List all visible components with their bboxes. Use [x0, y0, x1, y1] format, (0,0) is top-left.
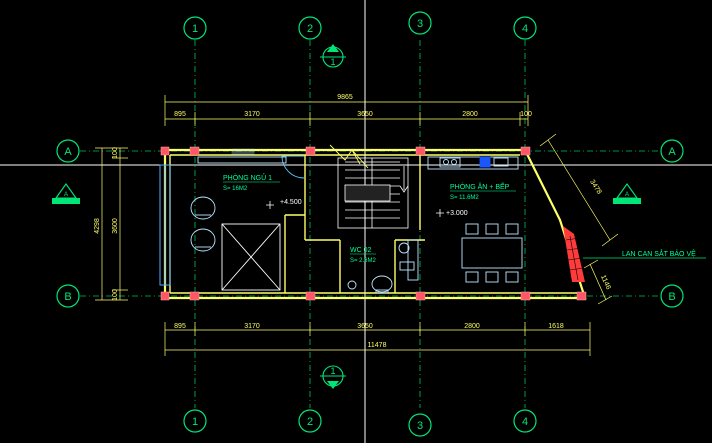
section-mark-top-number: 1: [330, 57, 335, 67]
dim-diag-upper: 3478: [588, 179, 602, 196]
grid-label-b-right: B: [668, 291, 675, 303]
wc-name: WC 02: [350, 247, 372, 254]
grid-label-a-left: A: [64, 146, 72, 158]
grid-label-3-top: 3: [417, 18, 423, 30]
dim-bottom-seg-4: 2800: [464, 323, 480, 330]
railing-note: LAN CAN SẮT BẢO VỆ: [622, 249, 696, 258]
door-bedroom: [281, 155, 305, 179]
top-dimensions: [164, 95, 529, 126]
bedroom-area: S= 16M2: [223, 186, 248, 192]
dim-bottom-seg-3: 3650: [357, 323, 373, 330]
bed: [221, 223, 281, 291]
dim-left-outer: 4298: [94, 218, 101, 234]
grid-label-2-bottom: 2: [307, 416, 313, 428]
dim-top-seg-1: 895: [174, 111, 186, 118]
kitchen-level-mark: [436, 209, 444, 217]
kitchen-area: S= 11.6M2: [450, 195, 479, 201]
grid-label-2-top: 2: [307, 23, 313, 35]
grid-bubble-2-bottom: [298, 409, 322, 433]
column-1b: [189, 291, 200, 301]
grid-bubble-3-bottom: [408, 413, 432, 437]
grid-label-4-bottom: 4: [522, 416, 528, 428]
kitchen-name: PHÒNG ĂN + BẾP: [450, 181, 510, 191]
grid-bubble-2-top: [298, 16, 322, 40]
bedroom-level: +4.500: [280, 199, 302, 206]
column-3b: [415, 291, 426, 301]
staircase: [337, 157, 409, 229]
section-mark-bottom: 1: [320, 365, 346, 389]
railing: [563, 226, 585, 282]
section-mark-top: 1: [320, 44, 346, 68]
dim-bottom-seg-2: 3170: [244, 323, 260, 330]
dim-top-seg-4: 2800: [462, 111, 478, 118]
column-left-a: [160, 146, 170, 156]
dim-bottom-total: 11478: [368, 342, 387, 349]
dim-bottom-seg-1: 895: [174, 323, 186, 330]
stair-cutline: [329, 144, 369, 169]
bottom-dimensions: [164, 322, 591, 356]
grid-bubble-4-bottom: [513, 409, 537, 433]
grid-bubble-3-top: [408, 11, 432, 35]
kitchen-level: +3.000: [446, 210, 468, 217]
column-2b: [305, 291, 316, 301]
grid-label-1-top: 1: [192, 23, 198, 35]
column-left-b: [160, 291, 170, 301]
dim-left-small-bottom: 100: [112, 289, 119, 301]
grid-lines: [80, 40, 660, 408]
elevation-mark-left: A: [52, 183, 80, 204]
elevation-mark-right: A: [613, 183, 641, 204]
dim-top-seg-5: 100: [520, 111, 532, 118]
column-4b: [520, 291, 531, 301]
window-left: [159, 164, 171, 286]
column-3a: [415, 146, 426, 156]
grid-bubble-a-left: [56, 139, 80, 163]
column-4a: [520, 146, 531, 156]
grid-bubble-a-right: [660, 139, 684, 163]
wc-fixtures: [347, 239, 419, 294]
wc-area: S= 2.6M2: [350, 258, 377, 264]
grid-label-b-left: B: [64, 291, 71, 303]
column-2a: [305, 146, 316, 156]
bedroom-furniture: [190, 148, 287, 252]
grid-label-a-right: A: [668, 146, 676, 158]
dim-left-inner: 3600: [112, 218, 119, 234]
grid-bubble-1-bottom: [183, 409, 207, 433]
column-1a: [189, 146, 200, 156]
dim-top-seg-2: 3170: [244, 111, 260, 118]
kitchen-counter: [427, 156, 519, 170]
left-dimensions: [95, 147, 128, 301]
dim-bottom-seg-5: 1618: [548, 323, 564, 330]
section-mark-bottom-number: 1: [330, 366, 335, 376]
grid-bubble-1-top: [183, 16, 207, 40]
column-corner: [576, 291, 587, 301]
grid-bubble-4-top: [513, 16, 537, 40]
grid-bubble-b-left: [56, 284, 80, 308]
elevation-mark-right-symbol: A: [625, 192, 629, 198]
bedroom-level-mark: [266, 201, 274, 209]
grid-bubble-b-right: [660, 284, 684, 308]
dim-top-total: 9865: [337, 94, 353, 101]
dim-top-seg-3: 3650: [357, 111, 373, 118]
grid-label-4-top: 4: [522, 23, 528, 35]
dining-table: [461, 223, 523, 283]
bedroom-name: PHÒNG NGỦ 1: [223, 173, 272, 182]
grid-label-1-bottom: 1: [192, 416, 198, 428]
grid-label-3-bottom: 3: [417, 420, 423, 432]
elevation-mark-left-symbol: A: [64, 192, 68, 198]
dim-left-small-top: 100: [112, 147, 119, 159]
right-diagonal-dimensions: [539, 133, 619, 305]
